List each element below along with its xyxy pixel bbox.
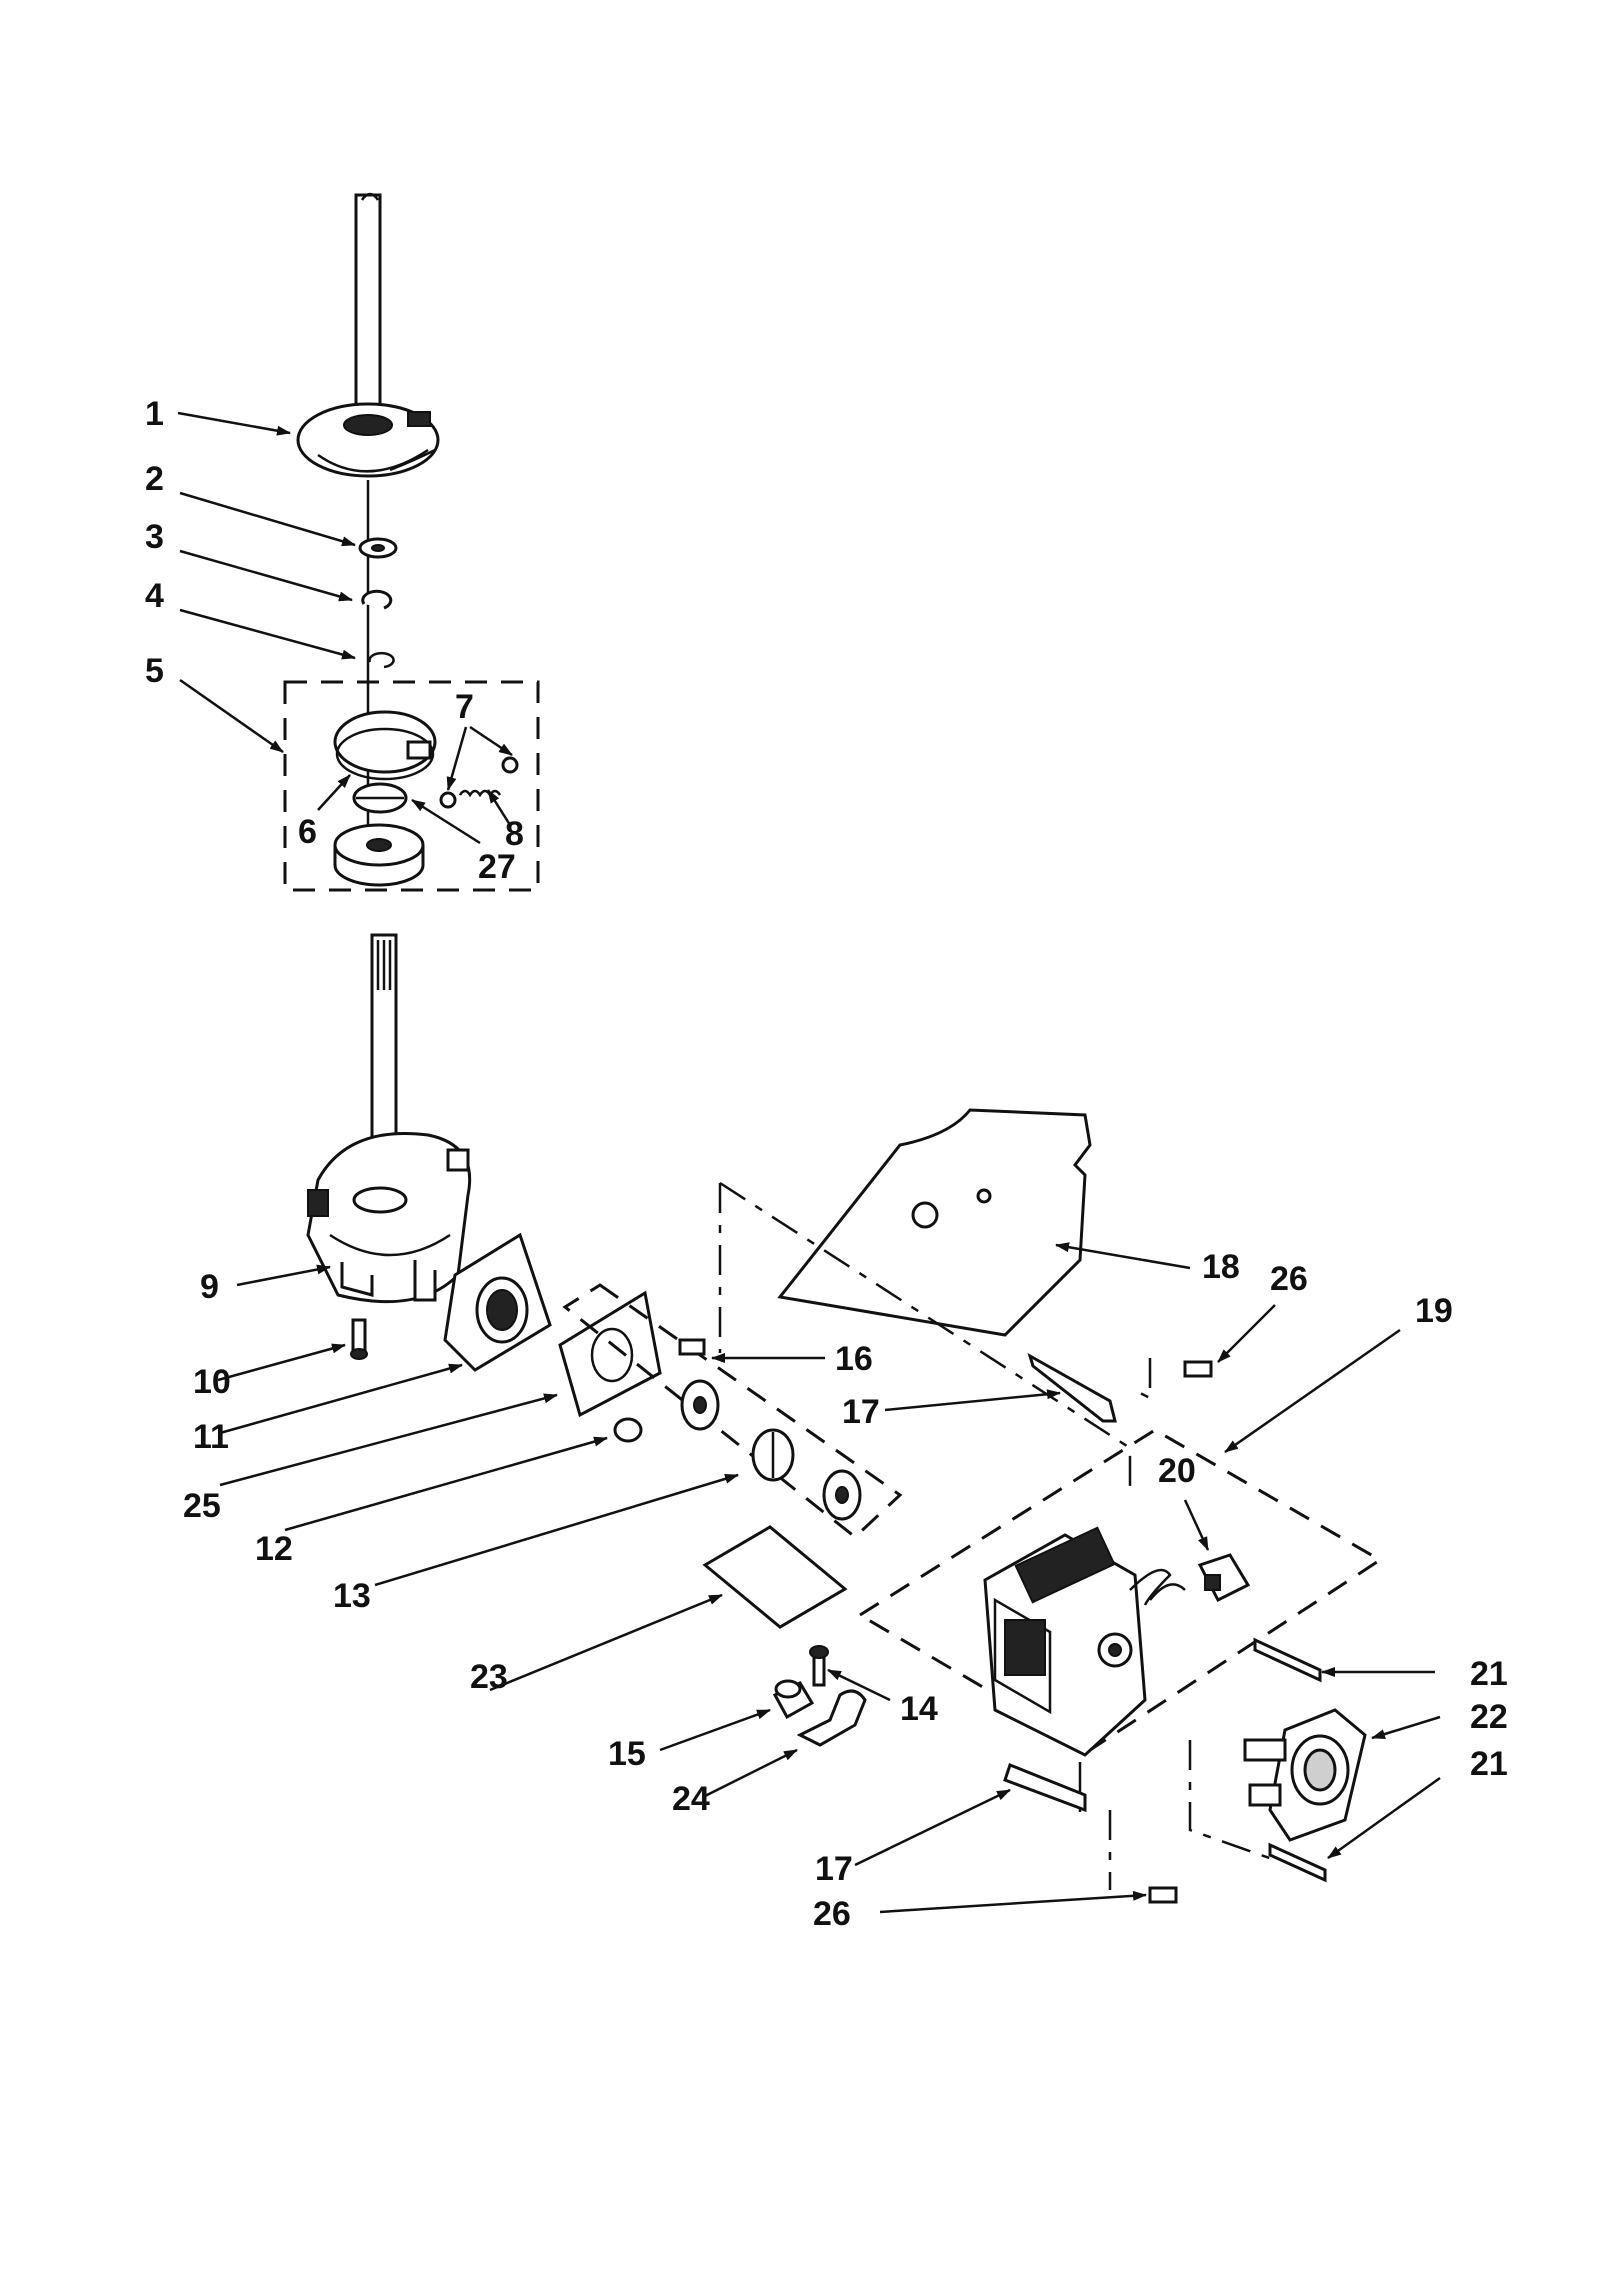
part-wiring — [1129, 1568, 1186, 1606]
label-part-7: 7 — [455, 688, 474, 726]
part-clip-lower — [1268, 1842, 1327, 1883]
part-nut-12 — [613, 1417, 643, 1443]
part-drain-pump — [1243, 1708, 1367, 1842]
label-part-17-upper: 17 — [842, 1393, 880, 1431]
brake-assembly-group-box — [283, 680, 540, 892]
part-spring-assembly — [439, 756, 519, 809]
motor-group-box — [857, 1428, 1383, 1752]
alignment-line-3 — [1139, 1358, 1152, 1401]
label-part-25: 25 — [183, 1487, 221, 1525]
part-drive-motor — [983, 1526, 1147, 1757]
part-clip-upper — [1253, 1637, 1322, 1683]
label-part-11: 11 — [193, 1418, 229, 1456]
part-coupling-half-a — [680, 1379, 720, 1431]
label-part-15: 15 — [608, 1735, 646, 1773]
alignment-line-6 — [1188, 1740, 1276, 1862]
part-cover — [702, 1525, 848, 1629]
part-brake-drum — [333, 823, 425, 887]
label-part-16: 16 — [835, 1340, 873, 1378]
part-brake-band — [333, 710, 437, 781]
part-screw-16 — [678, 1338, 706, 1356]
label-part-9: 9 — [200, 1268, 219, 1306]
part-screw-26-lower — [1148, 1886, 1178, 1904]
label-part-14: 14 — [900, 1690, 938, 1728]
part-upper-shaft — [354, 192, 382, 427]
part-screw-14 — [809, 1645, 829, 1687]
part-bracket-upper — [1027, 1352, 1117, 1423]
label-part-21-upper: 21 — [1470, 1655, 1508, 1693]
part-gearcase — [306, 1131, 472, 1304]
label-part-26-upper: 26 — [1270, 1260, 1308, 1298]
label-part-22: 22 — [1470, 1698, 1508, 1736]
label-part-26-lower: 26 — [813, 1895, 851, 1933]
label-part-23: 23 — [470, 1658, 508, 1696]
part-coupling-center — [751, 1428, 795, 1482]
part-bracket-lower — [1003, 1763, 1087, 1813]
label-part-18: 18 — [1202, 1248, 1240, 1286]
part-cam-housing — [296, 402, 440, 478]
part-lower-shaft — [370, 933, 398, 1147]
label-part-21-lower: 21 — [1470, 1745, 1508, 1783]
part-clamp — [796, 1689, 867, 1747]
part-coupling-half-b — [822, 1469, 862, 1521]
label-part-12: 12 — [255, 1530, 293, 1568]
label-part-24: 24 — [672, 1780, 710, 1818]
label-part-13: 13 — [333, 1577, 371, 1615]
part-mounting-plate — [443, 1232, 552, 1372]
alignment-line-2 — [719, 1181, 1132, 1488]
part-screw-10 — [350, 1318, 368, 1360]
label-part-4: 4 — [145, 577, 164, 615]
part-retaining-ring — [368, 651, 395, 669]
part-washer — [358, 537, 398, 559]
label-part-19: 19 — [1415, 1292, 1453, 1330]
part-grommet — [772, 1679, 815, 1720]
part-clip — [361, 589, 393, 610]
label-part-10: 10 — [193, 1363, 231, 1401]
label-part-5: 5 — [145, 652, 164, 690]
part-capacitor-switch — [1197, 1553, 1251, 1603]
coupling-group-box — [562, 1283, 903, 1539]
label-part-2: 2 — [145, 460, 164, 498]
label-part-6: 6 — [298, 813, 317, 851]
part-screw-26-upper — [1183, 1360, 1213, 1378]
leader-lines — [177, 411, 1441, 1914]
label-part-1: 1 — [145, 395, 164, 433]
label-part-17-lower: 17 — [815, 1850, 853, 1888]
label-part-8: 8 — [505, 815, 524, 853]
part-brake-hub — [352, 782, 408, 814]
part-motor-shield — [777, 1108, 1092, 1337]
label-part-20: 20 — [1158, 1452, 1196, 1490]
part-gasket — [558, 1290, 662, 1418]
label-part-3: 3 — [145, 518, 164, 556]
label-part-27: 27 — [478, 848, 516, 886]
